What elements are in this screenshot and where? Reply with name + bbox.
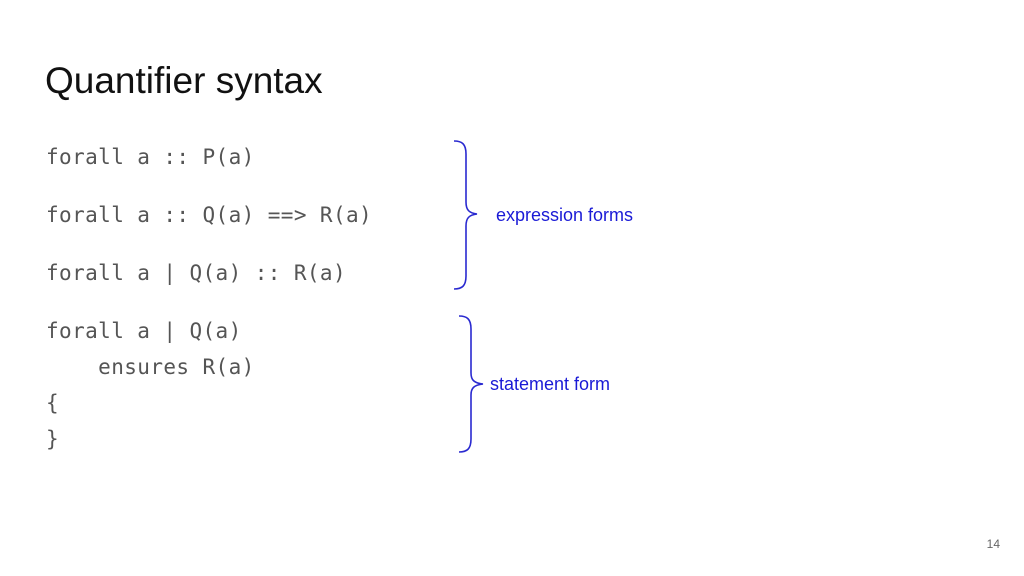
- slide-title: Quantifier syntax: [45, 60, 323, 101]
- code-line: forall a :: P(a): [46, 145, 255, 169]
- code-line: ensures R(a): [46, 355, 255, 379]
- right-brace-icon: [453, 140, 478, 290]
- code-line: forall a | Q(a) :: R(a): [46, 261, 346, 285]
- page-number: 14: [986, 537, 1000, 551]
- code-line: }: [46, 427, 60, 451]
- right-brace-icon: [458, 315, 484, 453]
- expression-forms-label: expression forms: [496, 205, 634, 225]
- code-line: forall a | Q(a): [46, 319, 242, 343]
- statement-form-label: statement form: [490, 374, 611, 394]
- code-line: {: [46, 391, 60, 415]
- code-line: forall a :: Q(a) ==> R(a): [46, 203, 373, 227]
